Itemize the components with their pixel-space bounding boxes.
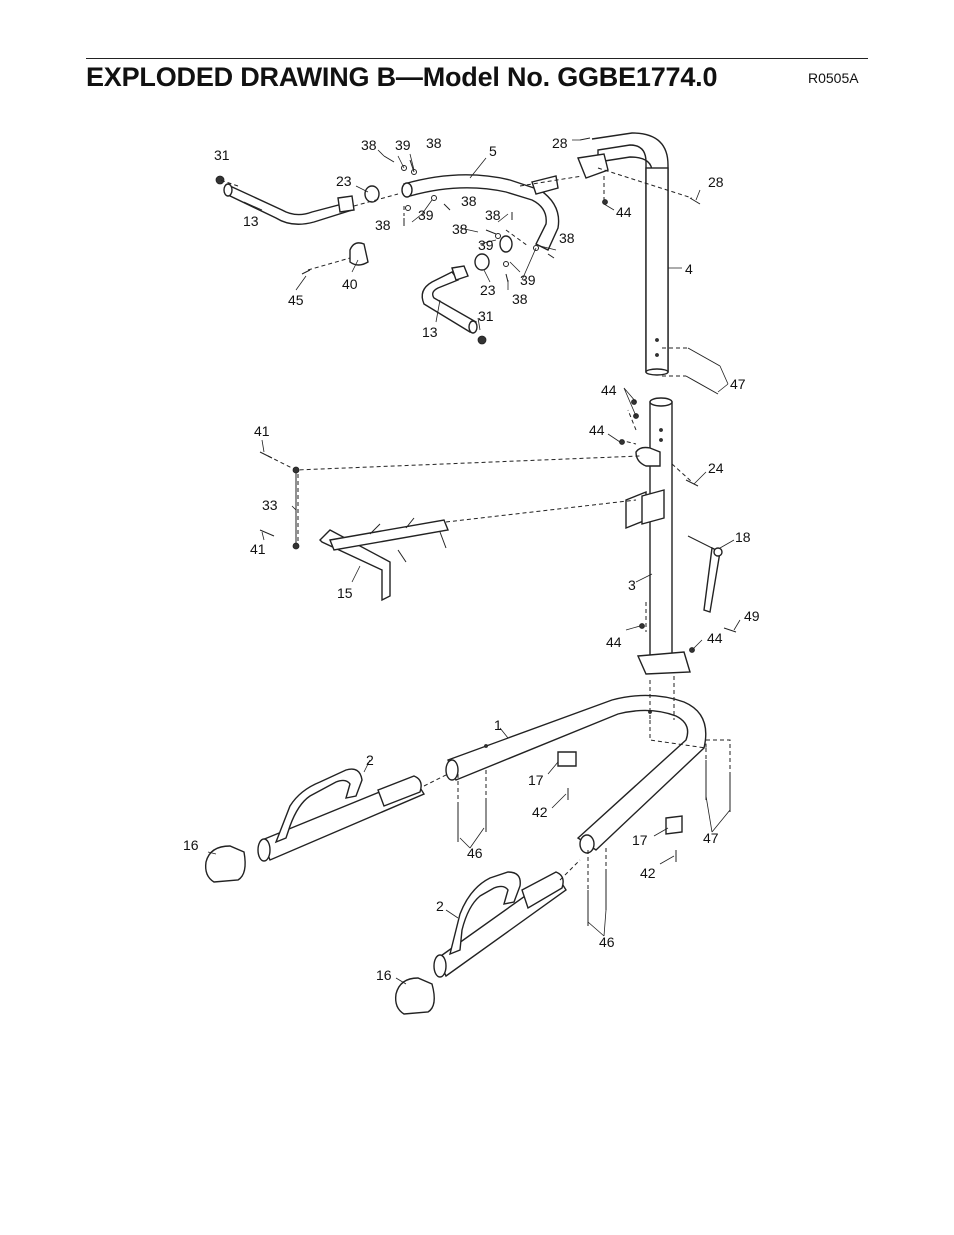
callout-38: 38	[559, 230, 575, 246]
callout-23: 23	[480, 282, 496, 298]
base-frame-1	[445, 694, 707, 854]
callout-4: 4	[685, 261, 693, 277]
callout-46: 46	[467, 845, 483, 861]
callout-24: 24	[708, 460, 724, 476]
callout-41: 41	[254, 423, 270, 439]
cap-40	[349, 242, 369, 266]
callout-42: 42	[640, 865, 656, 881]
callout-labels: 31 13 23 38 39 38 5 28 28 44 38 39 38 38…	[183, 135, 760, 983]
bolts-47-top	[685, 347, 721, 395]
bracket-15	[319, 517, 449, 602]
callout-44: 44	[589, 422, 605, 438]
arm-5	[401, 174, 560, 253]
pad-17-b	[665, 815, 683, 835]
callout-38: 38	[452, 221, 468, 237]
rod-33	[259, 451, 300, 550]
callout-18: 18	[735, 529, 751, 545]
callout-45: 45	[288, 292, 304, 308]
leg-2-upper	[257, 768, 426, 862]
callout-1: 1	[494, 717, 502, 733]
callout-39: 39	[520, 272, 536, 288]
callout-17: 17	[632, 832, 648, 848]
callout-46: 46	[599, 934, 615, 950]
callout-33: 33	[262, 497, 278, 513]
upright-4	[577, 132, 669, 376]
callout-39: 39	[395, 137, 411, 153]
post-3	[625, 397, 691, 675]
callout-44: 44	[616, 204, 632, 220]
drawing-code: R0505A	[808, 70, 859, 86]
callout-15: 15	[337, 585, 353, 601]
callout-42: 42	[532, 804, 548, 820]
callout-31: 31	[478, 308, 494, 324]
callout-49: 49	[744, 608, 760, 624]
callout-16: 16	[376, 967, 392, 983]
callout-16: 16	[183, 837, 199, 853]
callout-39: 39	[478, 237, 494, 253]
callout-44: 44	[601, 382, 617, 398]
callout-38: 38	[426, 135, 442, 151]
bolts-46	[457, 800, 607, 926]
callout-38: 38	[361, 137, 377, 153]
callout-44: 44	[606, 634, 622, 650]
handle-13-bottom	[421, 265, 478, 334]
callout-38: 38	[485, 207, 501, 223]
handle-13-top	[223, 183, 355, 225]
callout-47: 47	[703, 830, 719, 846]
callout-47: 47	[730, 376, 746, 392]
lever-18	[619, 399, 737, 653]
callout-13: 13	[422, 324, 438, 340]
header-rule	[86, 58, 868, 59]
callout-28: 28	[708, 174, 724, 190]
pad-17-a	[557, 751, 577, 767]
callout-44: 44	[707, 630, 723, 646]
cap-16-upper	[204, 845, 246, 883]
callout-38: 38	[512, 291, 528, 307]
callout-2: 2	[436, 898, 444, 914]
page-title: EXPLODED DRAWING B—Model No. GGBE1774.0	[86, 62, 718, 92]
roller-23-bottom	[474, 253, 490, 271]
callout-41: 41	[250, 541, 266, 557]
callout-31: 31	[214, 147, 230, 163]
bolts-47-bottom	[705, 760, 731, 812]
callout-40: 40	[342, 276, 358, 292]
callout-38: 38	[461, 193, 477, 209]
callout-2: 2	[366, 752, 374, 768]
leg-2-lower	[433, 871, 567, 978]
cap-16-lower	[394, 977, 435, 1015]
callout-39: 39	[418, 207, 434, 223]
callout-5: 5	[489, 143, 497, 159]
callout-28: 28	[552, 135, 568, 151]
leader-lines	[207, 139, 741, 985]
callout-13: 13	[243, 213, 259, 229]
callout-17: 17	[528, 772, 544, 788]
callout-38: 38	[375, 217, 391, 233]
roller-23-top	[364, 185, 380, 203]
callout-3: 3	[628, 577, 636, 593]
callout-23: 23	[336, 173, 352, 189]
